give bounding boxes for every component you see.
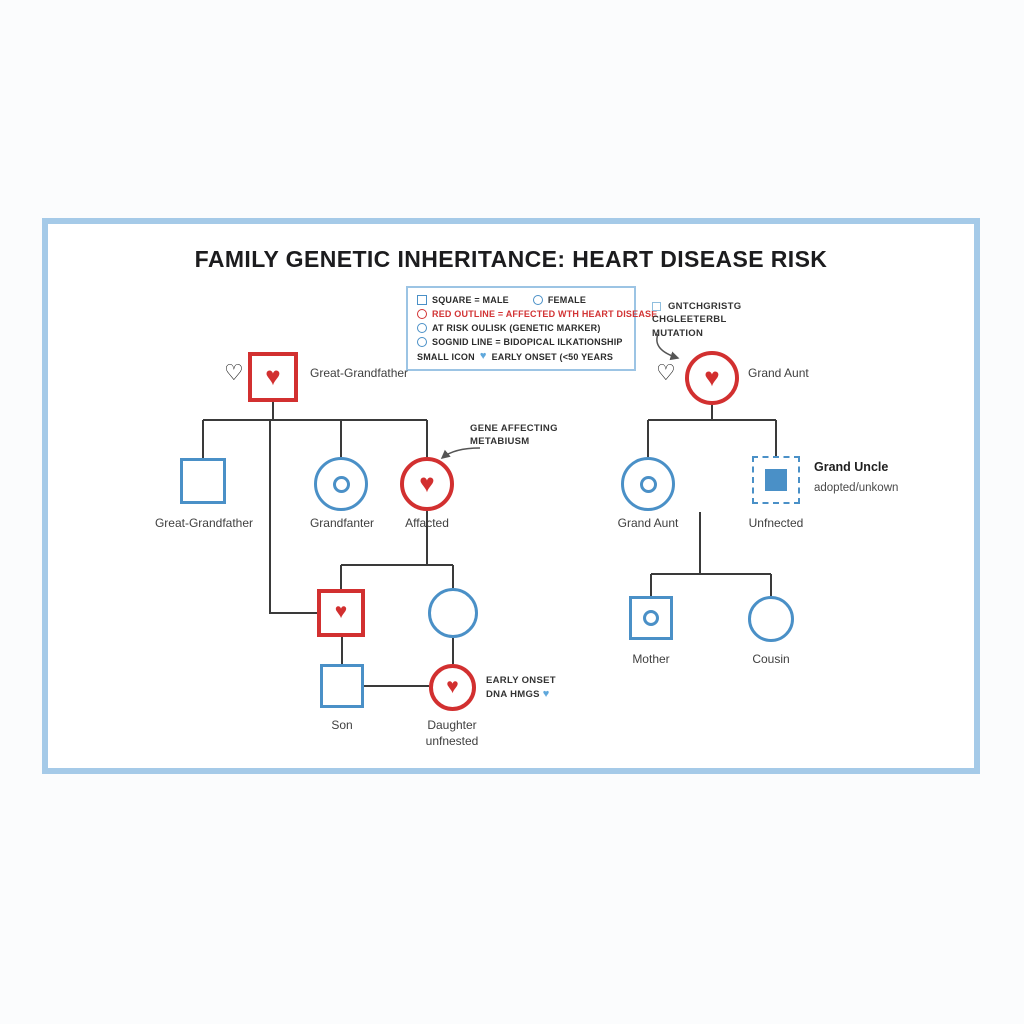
- heart-outline-icon: ♡: [656, 360, 676, 385]
- early-note-line2-text: DNA HMGS: [486, 689, 540, 701]
- connector-lines: [202, 333, 777, 687]
- heart-filled-icon: ♥: [446, 674, 459, 698]
- gene-note-arrow: [440, 447, 481, 459]
- carrier-inner-circle-icon: [643, 610, 659, 626]
- mother-label: Mother: [632, 652, 670, 666]
- great-grandfather-top-label: Great-Grandfather: [310, 366, 409, 380]
- legend-male-label: SQUARE = MALE: [432, 295, 509, 305]
- great-grandfather2-label: Great-Grandfather: [154, 516, 254, 530]
- heart-filled-icon: ♥: [704, 361, 720, 392]
- male-square-icon: [417, 295, 427, 305]
- mutation-note-line3: MUTATION: [652, 327, 704, 339]
- legend-at-risk-label: AT RISK OULISK (GENETIC MARKER): [432, 323, 601, 333]
- heart-filled-icon: ♥: [419, 467, 435, 498]
- affected-female-icon: ♥: [400, 457, 454, 511]
- grandfather-label: Grandfanter: [309, 516, 375, 530]
- daughter-label-line1: Daughter: [427, 718, 477, 732]
- early-onset-note: EARLY ONSET DNA HMGS ♥: [486, 674, 556, 703]
- legend-early-label: EARLY ONSET (<50 YEARS: [491, 351, 614, 362]
- grandfather-carrier-female-icon: [314, 457, 368, 511]
- chart-title: FAMILY GENETIC INHERITANCE: HEART DISEAS…: [194, 246, 828, 272]
- legend-box: SQUARE = MALE FEMALE RED OUTLINE = AFFEC…: [406, 286, 657, 371]
- mother-carrier-male-icon: [629, 596, 673, 640]
- daughter-affected-female-icon: ♥: [429, 664, 476, 711]
- legend-affected-label: RED OUTLINE = AFFECTED WTH HEART DISEASE: [432, 309, 658, 319]
- grand-aunt-top-label: Grand Aunt: [748, 366, 809, 380]
- heart-filled-icon: ♥: [334, 600, 348, 623]
- legend-solid-line-label: SOGNID LINE = BIDOPICAL ILKATIONSHIP: [432, 337, 623, 347]
- mutation-square-icon: [652, 301, 661, 311]
- carrier-inner-circle-icon: [332, 475, 350, 493]
- unaffected-label: Unfnected: [748, 516, 804, 530]
- early-note-line2: DNA HMGS ♥: [486, 687, 556, 702]
- filled-square-icon: [765, 469, 787, 491]
- great-grandfather2-male-icon: [180, 458, 226, 504]
- grand-uncle-label: Grand Uncle: [814, 460, 889, 474]
- daughter-label: Daughter unfnested: [402, 718, 502, 749]
- adopted-unknown-label: adopted/unkown: [814, 482, 899, 494]
- grand-aunt-affected-female-icon: ♥: [685, 351, 739, 405]
- legend-row-solid-line: SOGNID LINE = BIDOPICAL ILKATIONSHIP: [417, 337, 625, 347]
- legend-female-label: FEMALE: [547, 295, 587, 305]
- mutation-note-line1: GNTCHGRISTG: [652, 300, 741, 313]
- gene-affecting-note: GENE AFFECTING METABIUSM: [470, 422, 558, 449]
- great-grandfather-affected-male-icon: ♥: [248, 352, 298, 402]
- mutation-note: GNTCHGRISTG CHGLEETERBL MUTATION: [652, 300, 741, 340]
- female-circle-icon: [532, 295, 543, 305]
- son-label: Son: [331, 718, 353, 732]
- pedigree-chart-panel: FAMILY GENETIC INHERITANCE: HEART DISEAS…: [42, 218, 980, 774]
- at-risk-circle-icon: [417, 323, 427, 333]
- legend-row-early-onset: SMALL ICON ♥ EARLY ONSET (<50 YEARS: [417, 351, 625, 362]
- early-onset-heart-icon: ♥: [542, 688, 550, 701]
- cousin-female-icon: [748, 596, 794, 642]
- grand-aunt-label: Grand Aunt: [617, 516, 679, 530]
- carrier-inner-circle-icon: [639, 475, 657, 493]
- father-affected-male-icon: ♥: [317, 589, 365, 637]
- affected-circle-icon: [417, 309, 427, 319]
- cousin-label: Cousin: [752, 652, 790, 666]
- heart-filled-icon: ♥: [265, 360, 281, 391]
- gene-note-line2: METABIUSM: [470, 436, 530, 448]
- legend-row-sex: SQUARE = MALE FEMALE: [417, 295, 625, 305]
- early-note-line1: EARLY ONSET: [486, 675, 556, 686]
- mother-unaffected-female-icon: [428, 588, 478, 638]
- solid-line-circle-icon: [417, 337, 427, 347]
- mutation-note-line1-text: GNTCHGRISTG: [667, 301, 742, 312]
- grand-uncle-adopted-male-icon: [752, 456, 800, 504]
- early-onset-heart-icon: ♥: [479, 350, 487, 362]
- son-male-icon: [320, 664, 364, 708]
- legend-row-at-risk: AT RISK OULISK (GENETIC MARKER): [417, 323, 625, 333]
- heart-outline-icon: ♡: [224, 360, 244, 385]
- mutation-note-line2: CHGLEETERBL: [652, 314, 727, 326]
- gene-note-line1: GENE AFFECTING: [470, 423, 558, 434]
- daughter-label-line2: unfnested: [425, 733, 479, 748]
- affected-label: Affacted: [405, 516, 449, 530]
- legend-early-prefix-label: SMALL ICON: [417, 351, 475, 362]
- grand-aunt-carrier-female-icon: [621, 457, 675, 511]
- legend-row-affected: RED OUTLINE = AFFECTED WTH HEART DISEASE: [417, 309, 657, 319]
- mutation-note-arrow: [656, 333, 680, 361]
